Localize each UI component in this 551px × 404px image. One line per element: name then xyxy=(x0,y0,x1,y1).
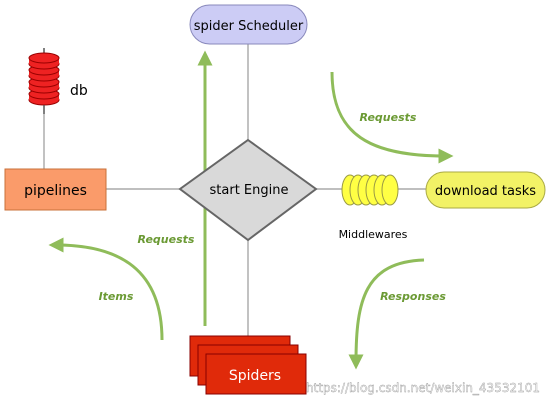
middlewares-icon xyxy=(341,174,399,206)
arrow-responses xyxy=(348,258,425,370)
scheduler-node: spider Scheduler xyxy=(189,4,308,45)
flow-label-requests-top: Requests xyxy=(360,111,417,124)
engine-label: start Engine xyxy=(210,183,289,198)
watermark: https://blog.csdn.net/weixin_43532101 xyxy=(306,381,540,395)
db-label: db xyxy=(70,83,88,99)
download-node: download tasks xyxy=(425,171,546,209)
download-label: download tasks xyxy=(435,184,536,199)
arrow-requests-download xyxy=(330,71,454,164)
pipelines-node: pipelines xyxy=(4,168,107,211)
middlewares-label: Middlewares xyxy=(339,228,408,241)
arrow-items xyxy=(48,237,164,341)
connector-lines xyxy=(43,44,426,336)
pipelines-label: pipelines xyxy=(24,183,87,199)
scheduler-label: spider Scheduler xyxy=(194,19,304,34)
flow-label-items: Items xyxy=(99,290,134,303)
engine-node: start Engine xyxy=(178,138,318,242)
db-icon xyxy=(28,48,60,114)
spiders-label: Spiders xyxy=(229,368,281,384)
flow-label-responses: Responses xyxy=(380,290,446,303)
flow-label-requests-left: Requests xyxy=(138,233,195,246)
spiders-node: Spiders xyxy=(189,335,307,395)
